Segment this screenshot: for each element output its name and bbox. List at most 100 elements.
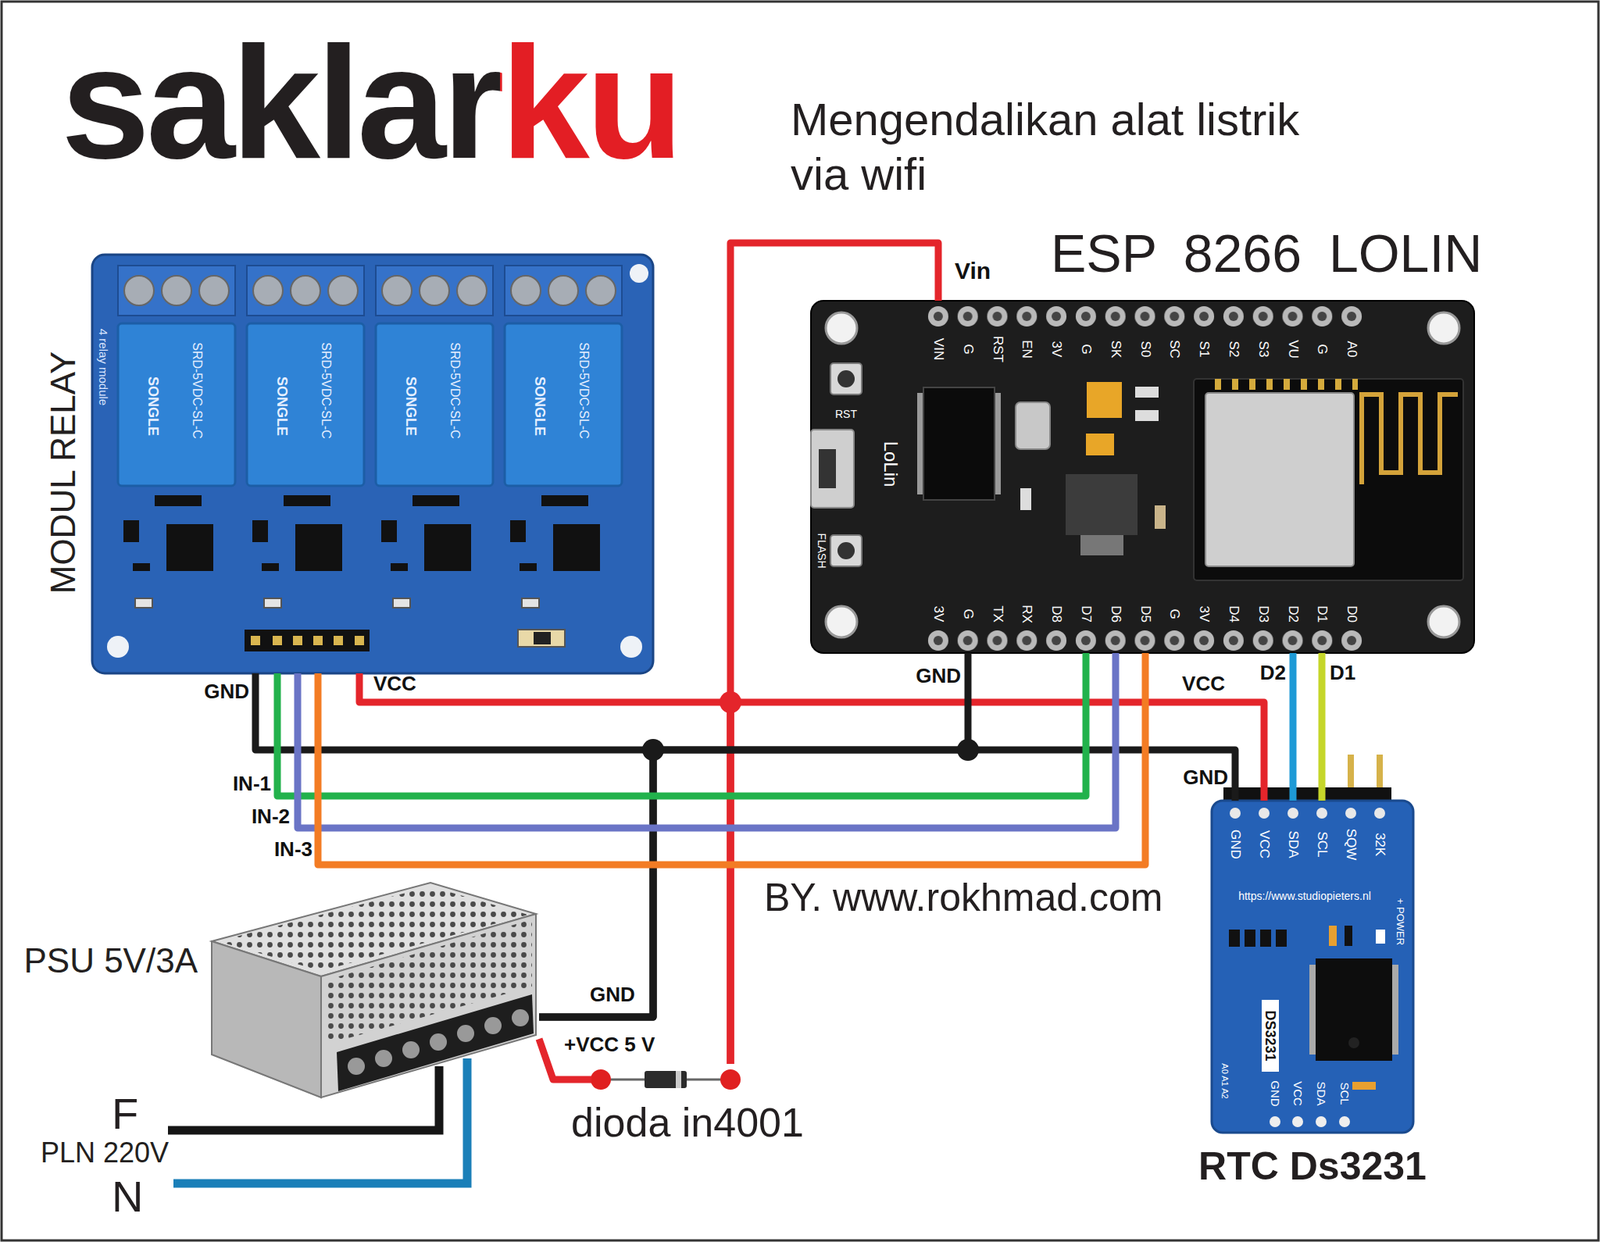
relay-marking: SRD-5VDC-SL-C: [190, 342, 204, 440]
drawing-circle: [124, 275, 154, 306]
diagram-title: saklarku: [60, 21, 680, 183]
drawing-rect: [283, 495, 331, 507]
wire-label: VCC: [373, 673, 417, 694]
drawing-rect: [135, 598, 153, 608]
drawing-circle: [720, 1069, 741, 1090]
drawing-circle: [1287, 807, 1299, 819]
pin-name: G: [960, 343, 975, 354]
drawing-rect: [923, 300, 1367, 333]
drawing-rect: [1205, 392, 1354, 567]
power-supply: PSU 5V/3A: [203, 878, 540, 1102]
drawing-circle: [290, 275, 321, 306]
drawing-rect: [424, 524, 472, 572]
drawing-rect: [375, 323, 493, 486]
diode-label: dioda in4001: [571, 1100, 804, 1147]
drawing-circle: [510, 275, 541, 306]
wire-label: GND: [589, 984, 636, 1005]
pin-name: D5: [1138, 605, 1152, 623]
drawing-circle: [1229, 807, 1241, 819]
wire-label: GND: [1182, 767, 1229, 788]
drawing-circle: [402, 1041, 420, 1059]
relay-marking: SRD-5VDC-SL-C: [319, 342, 333, 440]
wire-label: GND: [915, 665, 961, 686]
pin-name: 3V: [1197, 606, 1211, 623]
drawing-rect: [504, 265, 622, 316]
pin-name: RX: [1020, 604, 1034, 624]
credit-note: BY. www.rokhmad.com: [764, 878, 1163, 918]
drawing-circle: [375, 1050, 393, 1068]
drawing-rect: [1228, 929, 1240, 947]
drawing-circle: [825, 312, 858, 344]
pin-name: RST: [990, 335, 1004, 363]
drawing-rect: [412, 495, 460, 507]
drawing-rect: [830, 535, 862, 567]
drawing-rect: [292, 635, 303, 646]
drawing-rect: [1309, 964, 1316, 1055]
drawing-rect: [917, 392, 924, 495]
drawing-circle: [382, 275, 412, 306]
drawing-circle: [837, 542, 855, 560]
pin-name: 32K: [1373, 832, 1387, 857]
drawing-circle: [1339, 1116, 1350, 1128]
terminal-blocks: [117, 265, 622, 316]
pin-name: GND: [1269, 1080, 1282, 1107]
drawing-rect: [810, 429, 854, 508]
drawing-circle: [1428, 606, 1460, 638]
pin-name: 3V: [932, 606, 946, 623]
drawing-rect: [261, 563, 279, 572]
pin-name: G: [1167, 608, 1182, 619]
module-heading: RTC Ds3231: [1198, 1144, 1427, 1190]
drawing-circle: [429, 1033, 447, 1051]
psu-heading: PSU 5V/3A: [23, 941, 198, 982]
mains-label: N: [111, 1175, 143, 1219]
drawing-rect: [533, 632, 551, 645]
pin-name: SCL: [1339, 1082, 1351, 1105]
drawing-rect: [1020, 488, 1032, 511]
drawing-rect: [246, 323, 365, 486]
drawing-circle: [1316, 807, 1328, 819]
drawing-rect: [521, 598, 540, 608]
drawing-rect: [504, 323, 622, 486]
wire-connector: [317, 653, 1146, 865]
relay-brand: SONGLE: [403, 376, 418, 436]
drawing-circle: [548, 275, 579, 306]
drawing-rect: [818, 449, 836, 489]
relays: [117, 323, 622, 486]
drawing-rect: [1065, 474, 1138, 536]
drawing-circle: [1292, 1116, 1304, 1128]
pin-name: VCC: [1257, 830, 1272, 859]
esp8266-drawing: [810, 300, 1475, 654]
drawing-rect: [1315, 958, 1393, 1061]
pin-name: D1: [1329, 662, 1356, 683]
drawing-rect: [123, 520, 140, 543]
relay-driver-parts: [123, 495, 600, 572]
drawing-circle: [585, 275, 616, 306]
drawing-circle: [1269, 1116, 1281, 1128]
drawing-circle: [590, 1069, 611, 1090]
drawing-rect: [1154, 505, 1166, 529]
wire-connector: [359, 673, 731, 1065]
drawing-circle: [107, 635, 129, 658]
drawing-circle: [1428, 312, 1460, 344]
drawing-rect: [1080, 535, 1124, 556]
relay-module: MODUL RELAY: [92, 254, 654, 674]
drawing-rect: [392, 598, 411, 608]
drawing-circle: [419, 275, 450, 306]
pin-name: D6: [1108, 605, 1122, 623]
drawing-rect: [1244, 929, 1256, 947]
relay-brand: SONGLE: [275, 376, 290, 436]
wire-connector: [539, 653, 968, 1018]
pad-label: A0 A1 A2: [1220, 1063, 1229, 1099]
wire-label: GND: [203, 681, 250, 702]
drawing-polygon: [336, 994, 534, 1092]
psu-drawing: [211, 882, 536, 1098]
drawing-rect: [1375, 929, 1386, 944]
pin-name: SCL: [1315, 831, 1329, 858]
drawing-rect: [675, 1071, 682, 1089]
board-brand: LoLin: [881, 441, 900, 488]
pin-name: G: [1315, 343, 1329, 354]
drawing-rect: [313, 635, 323, 646]
pin-name: D2: [1260, 662, 1286, 683]
rtc-header: [1223, 787, 1392, 802]
pin-name: SK: [1108, 340, 1122, 359]
